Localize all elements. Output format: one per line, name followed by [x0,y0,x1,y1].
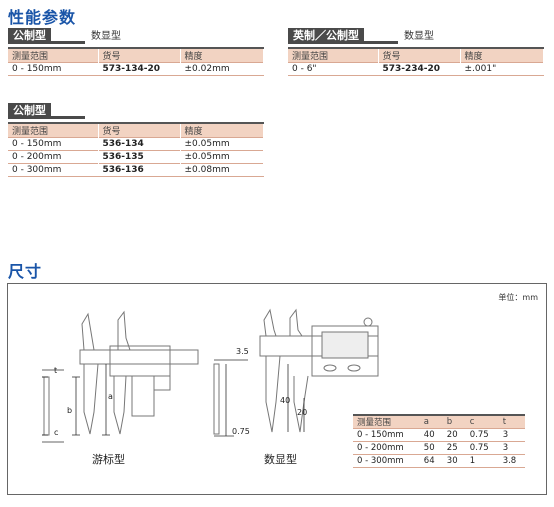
digital-metric-table: 测量范围 货号 精度 0 - 150mm 573-134-20 ±0.02mm [8,47,264,76]
col-code: 货号 [98,47,181,63]
vernier-metric-table: 测量范围 货号 精度 0 - 150mm 536-134 ±0.05mm 0 -… [8,122,264,177]
cell-b: 20 [442,428,466,442]
cell-t: 3.8 [498,454,525,468]
cell-code: 573-134-20 [98,62,181,76]
cell-range: 0 - 150mm [8,62,99,76]
cell-b: 25 [442,441,466,455]
digital-inch-subtitle: 数显型 [404,31,434,42]
dimensions-panel: 单位：mm [7,283,547,495]
cell-accuracy: ±.001" [460,62,544,76]
col-range: 测量范围 [288,47,379,63]
vernier-metric-tag: 公制型 [8,103,51,119]
cell-range: 0 - 300mm [353,454,420,468]
col-t: t [498,414,525,429]
cell-code: 536-135 [98,150,181,164]
table-row: 0 - 200mm 536-135 ±0.05mm [8,150,264,164]
dim-label-t: t [54,366,58,375]
dim-label-0-75: 0.75 [232,427,250,436]
cell-code: 573-234-20 [378,62,461,76]
cell-a: 40 [419,428,443,442]
col-code: 货号 [98,122,181,138]
tag-underline [364,41,398,44]
dim-label-a: a [108,392,113,401]
cell-range: 0 - 6" [288,62,379,76]
cell-a: 64 [419,454,443,468]
digital-metric-subtitle: 数显型 [91,31,121,42]
col-range: 测量范围 [8,122,99,138]
digital-caliper-drawing [213,308,379,437]
cell-range: 0 - 150mm [353,428,420,442]
digital-inch-table: 测量范围 货号 精度 0 - 6" 573-234-20 ±.001" [288,47,544,76]
digital-inch-tag-row: 英制／公制型 数显型 [288,28,434,44]
cell-range: 0 - 200mm [353,441,420,455]
col-range: 测量范围 [8,47,99,63]
cell-range: 0 - 300mm [8,163,99,177]
dimensions-table: 测量范围 a b c t 0 - 150mm 40 20 0.75 3 0 - … [353,414,525,468]
col-accuracy: 精度 [180,122,264,138]
cell-c: 1 [465,454,499,468]
digital-metric-tag-row: 公制型 数显型 [8,28,121,44]
cell-accuracy: ±0.05mm [180,137,264,151]
vernier-caliper-drawing [42,310,199,443]
tag-underline [51,41,85,44]
digital-caption: 数显型 [264,453,297,466]
cell-range: 0 - 200mm [8,150,99,164]
dim-label-40: 40 [280,396,291,405]
cell-accuracy: ±0.05mm [180,150,264,164]
digital-inch-tag: 英制／公制型 [288,28,364,44]
dim-label-20: 20 [297,408,308,417]
col-a: a [419,414,443,429]
cell-accuracy: ±0.02mm [180,62,264,76]
vernier-caption: 游标型 [92,453,125,466]
cell-code: 536-134 [98,137,181,151]
col-b: b [442,414,466,429]
cell-c: 0.75 [465,441,499,455]
col-accuracy: 精度 [180,47,264,63]
col-c: c [465,414,499,429]
table-row: 0 - 200mm 50 25 0.75 3 [353,441,525,455]
dim-label-b: b [67,406,73,415]
dimensions-title: 尺寸 [8,262,43,281]
col-code: 货号 [378,47,461,63]
cell-code: 536-136 [98,163,181,177]
dim-label-3-5: 3.5 [236,347,249,356]
tag-underline [51,116,85,119]
table-row: 0 - 300mm 64 30 1 3.8 [353,454,525,468]
cell-a: 50 [419,441,443,455]
performance-title: 性能参数 [8,8,77,27]
cell-range: 0 - 150mm [8,137,99,151]
col-range: 测量范围 [353,414,420,429]
cell-t: 3 [498,441,525,455]
digital-metric-tag: 公制型 [8,28,51,44]
dim-label-c: c [54,428,59,437]
cell-b: 30 [442,454,466,468]
unit-label: 单位：mm [498,293,538,302]
table-row: 0 - 150mm 40 20 0.75 3 [353,428,525,442]
cell-accuracy: ±0.08mm [180,163,264,177]
vernier-metric-tag-row: 公制型 [8,103,85,119]
table-row: 0 - 150mm 536-134 ±0.05mm [8,137,264,151]
cell-t: 3 [498,428,525,442]
table-row: 0 - 6" 573-234-20 ±.001" [288,62,544,76]
table-row: 0 - 150mm 573-134-20 ±0.02mm [8,62,264,76]
table-row: 0 - 300mm 536-136 ±0.08mm [8,163,264,177]
col-accuracy: 精度 [460,47,544,63]
cell-c: 0.75 [465,428,499,442]
